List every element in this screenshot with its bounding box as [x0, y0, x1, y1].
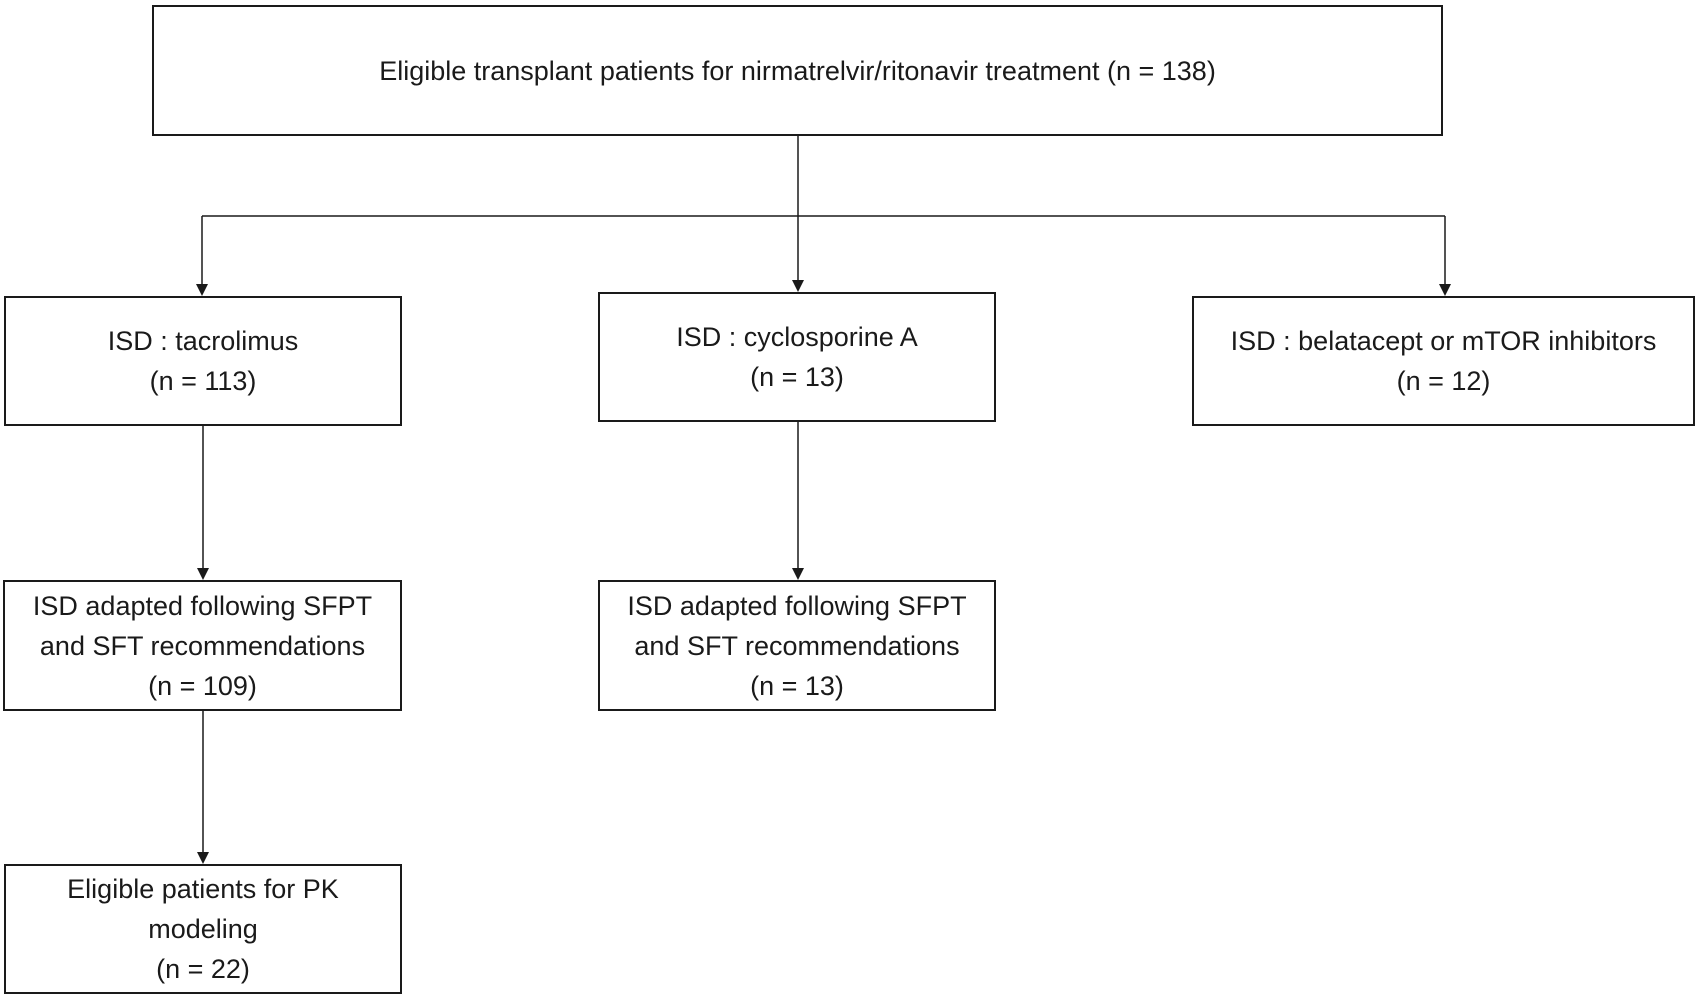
root-box-label: Eligible transplant patients for nirmatr…: [379, 55, 1216, 86]
cyclosporine-adapted-count: (n = 13): [750, 670, 844, 701]
root-box-eligible-patients: Eligible transplant patients for nirmatr…: [152, 5, 1443, 136]
belatacept-label: ISD : belatacept or mTOR inhibitors: [1230, 326, 1657, 356]
belatacept-mtor-box: ISD : belatacept or mTOR inhibitors (n =…: [1192, 296, 1695, 426]
pk-modeling-line1: Eligible patients for PK: [67, 874, 339, 904]
pk-modeling-box: Eligible patients for PK modeling (n = 2…: [4, 864, 402, 994]
pk-modeling-count: (n = 22): [156, 954, 250, 984]
tacrolimus-adapted-line2: and SFT recommendations: [39, 630, 366, 661]
tacrolimus-adapted-box: ISD adapted following SFPT and SFT recom…: [3, 580, 402, 711]
cyclosporine-adapted-line1: ISD adapted following SFPT: [627, 590, 967, 621]
tacrolimus-adapted-line1: ISD adapted following SFPT: [32, 590, 373, 621]
tacrolimus-count: (n = 113): [149, 366, 257, 396]
cyclosporine-box: ISD : cyclosporine A (n = 13): [598, 292, 996, 422]
cyclosporine-label: ISD : cyclosporine A: [676, 322, 918, 352]
tacrolimus-adapted-count: (n = 109): [148, 670, 257, 701]
cyclosporine-adapted-line2: and SFT recommendations: [634, 630, 960, 661]
cyclosporine-adapted-box: ISD adapted following SFPT and SFT recom…: [598, 580, 996, 711]
pk-modeling-line2: modeling: [148, 914, 258, 944]
cyclosporine-count: (n = 13): [750, 362, 844, 392]
belatacept-count: (n = 12): [1396, 366, 1491, 396]
tacrolimus-box: ISD : tacrolimus (n = 113): [4, 296, 402, 426]
tacrolimus-label: ISD : tacrolimus: [107, 326, 299, 356]
